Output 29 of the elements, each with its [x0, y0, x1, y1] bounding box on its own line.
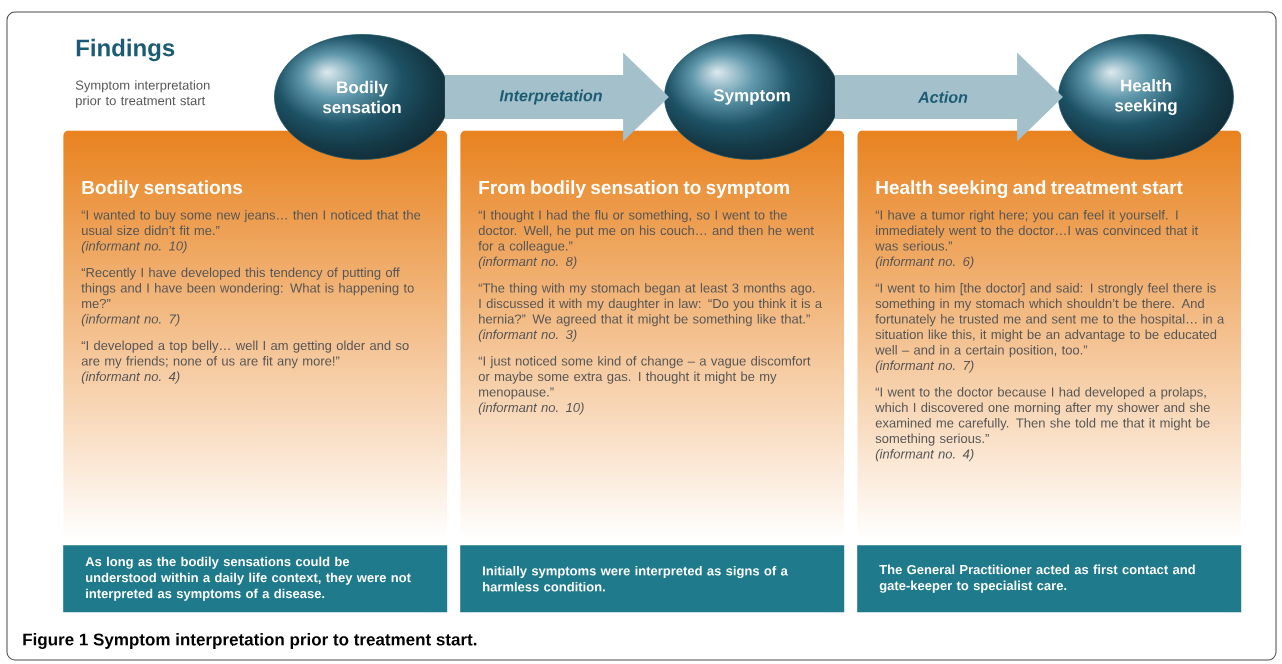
quote-text: “I have a tumor right here; you can feel it yourself. I immediately went to the doctor…I was convinced that it was serious.”: [875, 210, 1199, 251]
quote-text: “I went to him [the doctor] and said: I strongly feel there is something in my stomach which shouldn’t be there. And fortunately he trusted me and sent me to the hospital… in a situation like this, it might be an advantage to be educated well – and in a certain position, too.”: [875, 283, 1225, 358]
informant-note: (informant no. 4): [875, 449, 974, 462]
informant-note: (informant no. 4): [81, 371, 180, 384]
quote-text: “Recently I have developed this tendency of putting off things and I have been wondering: What is happening to me?”: [81, 267, 414, 309]
informant-note: (informant no. 6): [875, 256, 974, 269]
informant-note: (informant no. 10): [478, 402, 584, 415]
summary-box: Initially symptoms were interpreted as signs of a harmless condition.: [460, 545, 845, 613]
quote-text: “I thought I had the flu or something, so I went to the doctor. Well, he put me on his couch… and then he went for a colleague.”: [478, 210, 814, 254]
quote-text: “I just noticed some kind of change – a vague discomfort or maybe some extra gas. I thought it might be my menopause.”: [478, 356, 811, 400]
edge-label: Interpretation: [499, 89, 602, 105]
quote-text: “I went to the doctor because I had developed a prolaps, which I discovered one morning after my shower and she examined me carefully. Then she told me that it might be something serious.”: [875, 387, 1210, 446]
quote-text: “I wanted to buy some new jeans… then I noticed that the usual size didn’t fit me.”: [81, 210, 421, 236]
caption: Figure 1 Symptom interpretation prior to treatment start.: [23, 633, 477, 649]
informant-note: (informant no. 8): [478, 256, 577, 269]
informant-note: (informant no. 7): [875, 360, 974, 373]
summary-box: The General Practitioner acted as first contact and gate-keeper to specialist care.: [857, 545, 1242, 613]
title: Findings: [76, 38, 175, 62]
panel-heading: Bodily sensations: [82, 180, 243, 198]
panel-heading: From bodily sensation to symptom: [479, 180, 789, 198]
quote-text: “The thing with my stomach began at least 3 months ago. I discussed it with my daughter in law: “Do you think it is a hernia?” We agreed that it might be something like that.”: [478, 283, 823, 327]
informant-note: (informant no. 10): [81, 241, 187, 254]
panel-heading: Health seeking and treatment start: [876, 180, 1183, 198]
informant-note: (informant no. 7): [81, 314, 180, 327]
informant-note: (informant no. 3): [478, 329, 577, 342]
quote-text: “I developed a top belly… well I am getting older and so are my friends; none of us are fit any more!”: [81, 340, 409, 369]
subtitle: Symptom interpretation prior to treatment start: [75, 80, 210, 108]
edge-label: Action: [917, 91, 968, 103]
summary-box: As long as the bodily sensations could be understood within a daily life context, they were not interpreted as symptoms of a disease.: [63, 545, 448, 613]
